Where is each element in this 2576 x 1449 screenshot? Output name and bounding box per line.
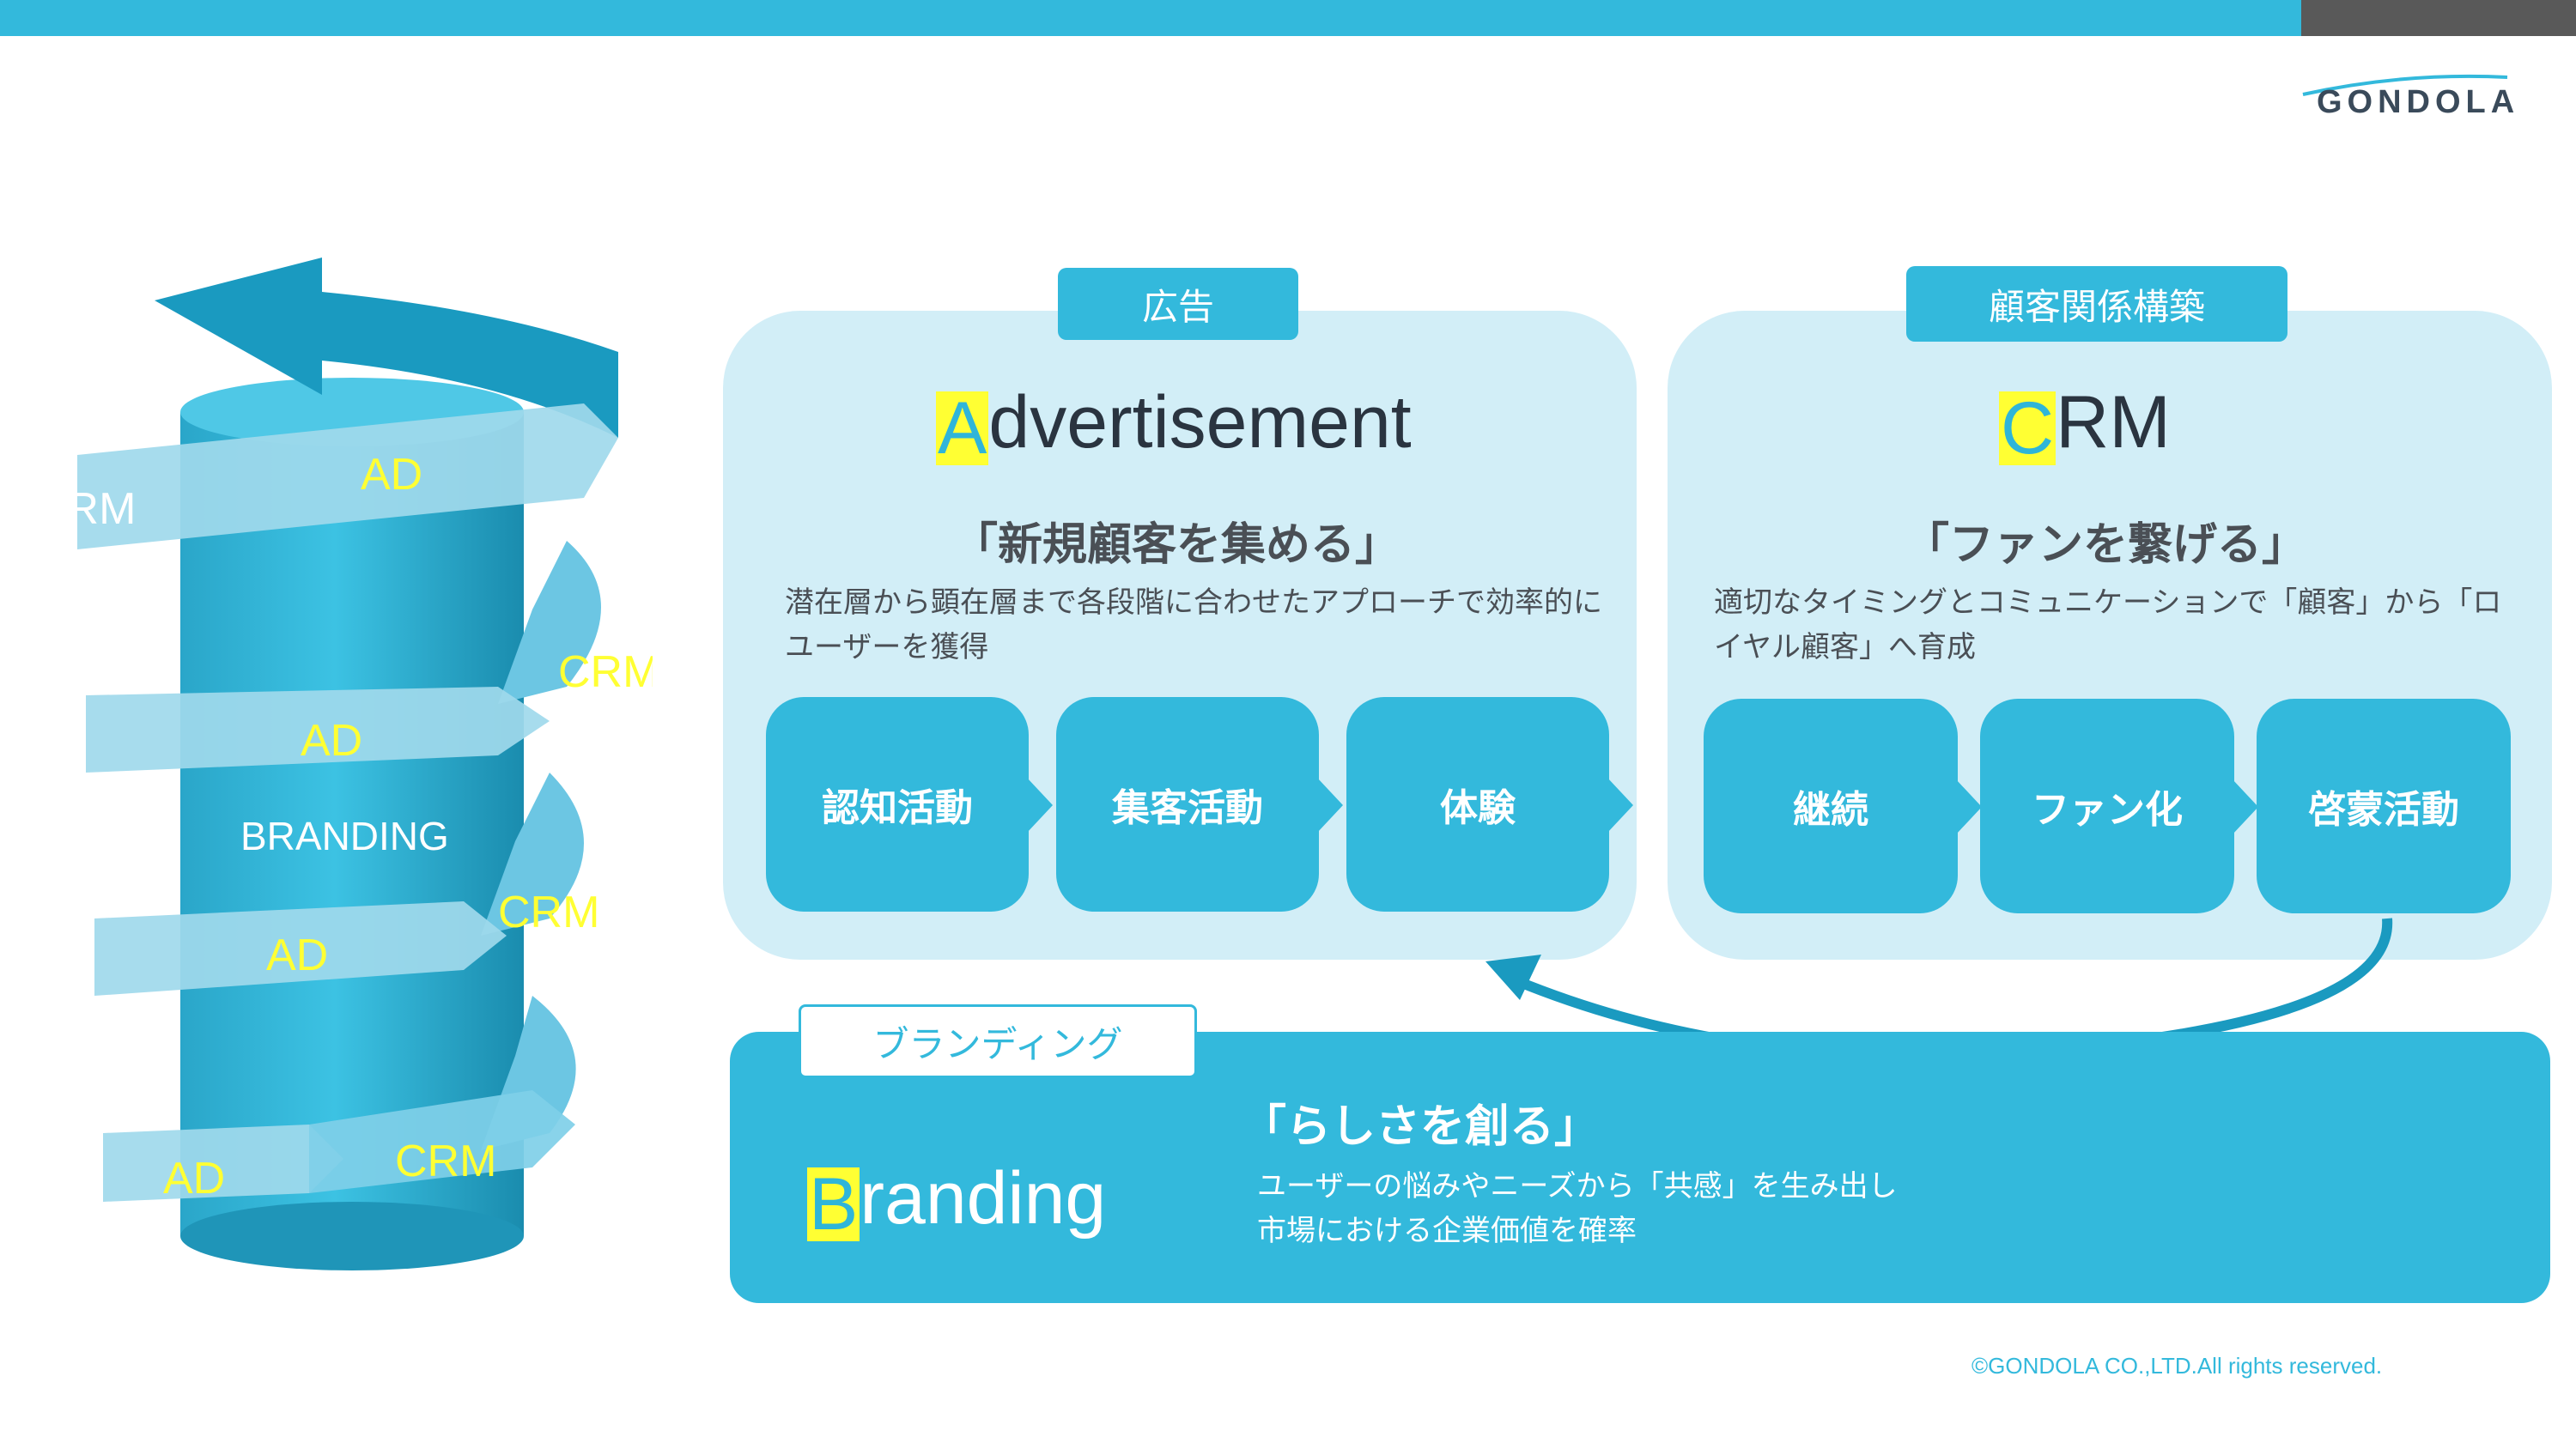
step-retention: 継続	[1704, 699, 1958, 913]
step-arrow-icon	[1607, 778, 1633, 833]
step-arrow-icon	[2233, 779, 2258, 834]
spiral-center-label: BRANDING	[240, 814, 449, 858]
step-arrow-icon	[1317, 778, 1343, 833]
advertisement-title-rest: dvertisement	[988, 381, 1412, 464]
advertisement-tag: 広告	[1058, 268, 1298, 340]
spiral-label-crm: CRM	[34, 484, 136, 534]
top-accent-bar	[0, 0, 2301, 36]
branding-title-rest: randing	[860, 1157, 1107, 1240]
spiral-label-crm: CRM	[558, 647, 653, 697]
step-awareness: 認知活動	[766, 697, 1029, 912]
brand-spiral-graphic: CRM AD CRM AD CRM AD CRM AD BRANDING	[34, 258, 653, 1270]
crm-tag: 顧客関係構築	[1906, 266, 2287, 342]
step-arrow-icon	[1027, 778, 1053, 833]
crm-title-rest: RM	[2056, 381, 2171, 464]
crm-catchphrase: 「ファンを繋げる」	[1905, 519, 2307, 571]
top-dark-bar	[2301, 0, 2576, 36]
spiral-label-ad: AD	[361, 450, 422, 500]
logo-text: GONDOLA	[2317, 84, 2520, 120]
branding-title-initial: B	[807, 1163, 860, 1246]
step-advocacy: 啓蒙活動	[2257, 699, 2511, 913]
crm-description: 適切なタイミングとコミュニケーションで「顧客」から「ロイヤル顧客」へ育成	[1714, 585, 2502, 664]
gondola-logo: GONDOLA	[2301, 69, 2516, 137]
spiral-label-ad: AD	[163, 1154, 225, 1203]
step-arrow-icon	[1956, 779, 1982, 834]
spiral-label-ad: AD	[266, 931, 328, 980]
spiral-label-crm: CRM	[498, 888, 599, 937]
branding-description: ユーザーの悩みやニーズから「共感」を生み出し 市場における企業価値を確率	[1257, 1164, 2030, 1253]
step-experience: 体験	[1346, 697, 1609, 912]
crm-title-initial: C	[1999, 387, 2057, 470]
branding-tag: ブランディング	[799, 1004, 1197, 1078]
spiral-label-crm: CRM	[395, 1137, 496, 1186]
advertisement-catchphrase: 「新規顧客を集める」	[953, 519, 1400, 571]
logo-swoosh-icon	[2302, 74, 2508, 96]
copyright-notice: ©GONDOLA CO.,LTD.All rights reserved.	[1971, 1353, 2383, 1379]
spiral-label-ad: AD	[301, 716, 362, 766]
branding-description-line2: 市場における企業価値を確率	[1257, 1214, 1637, 1248]
advertisement-title-initial: A	[936, 387, 989, 470]
step-fan-conversion: ファン化	[1980, 699, 2234, 913]
advertisement-description: 潜在層から顕在層まで各段階に合わせたアプローチで効率的にユーザーを獲得	[785, 585, 1602, 664]
step-acquisition: 集客活動	[1056, 697, 1319, 912]
branding-catchphrase: 「らしさを創る」	[1242, 1101, 1600, 1153]
branding-description-line1: ユーザーの悩みやニーズから「共感」を生み出し	[1257, 1169, 1898, 1203]
